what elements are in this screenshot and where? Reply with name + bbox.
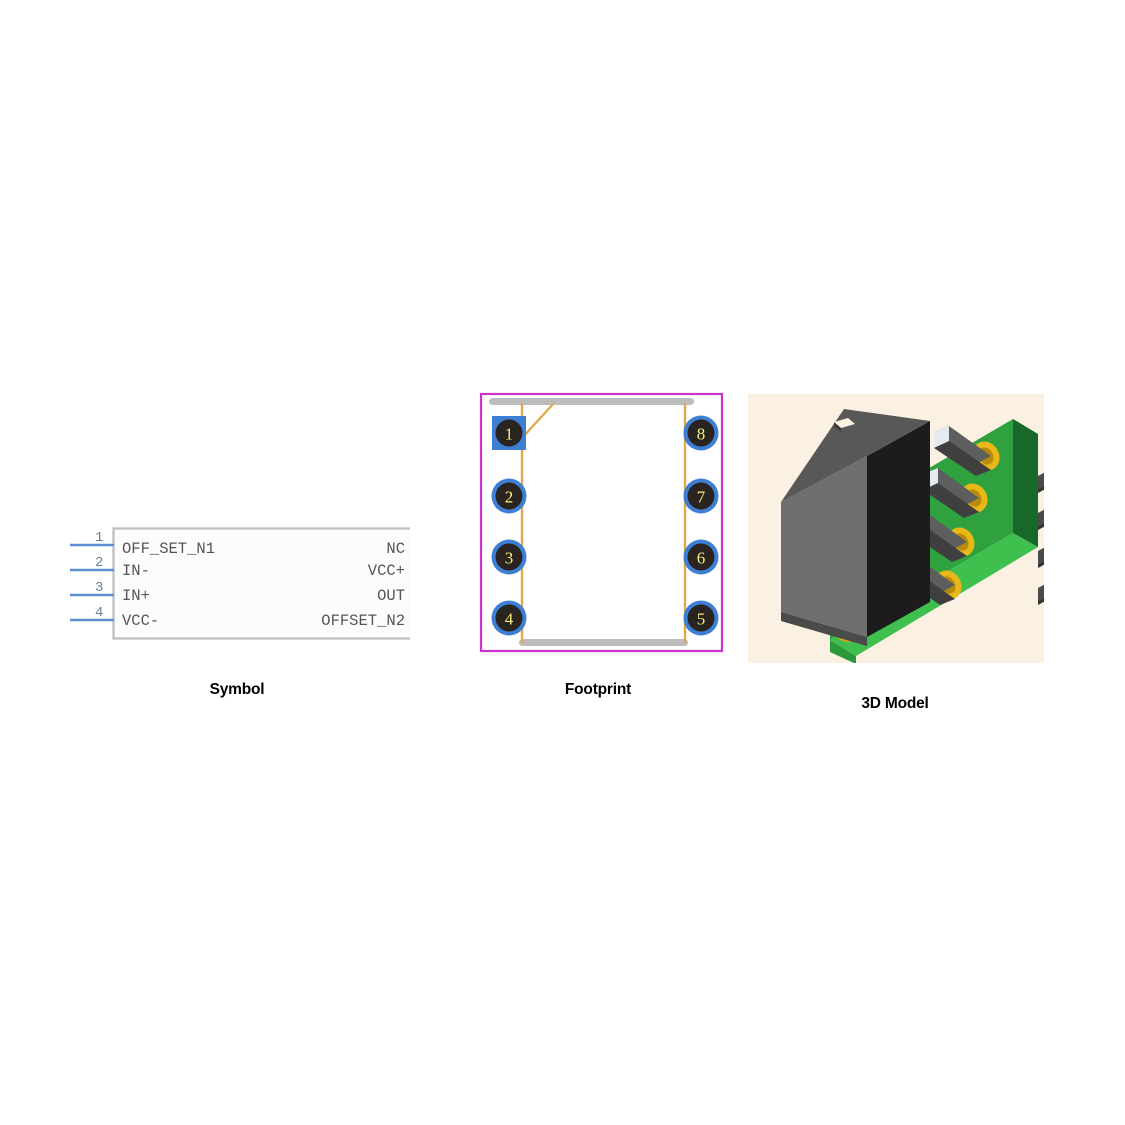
ic-lead-1-shoulder <box>934 426 949 448</box>
symbol-pin-label-8: NC <box>386 540 405 558</box>
footprint-pad-2-hole <box>495 482 523 510</box>
footprint-preview[interactable]: 1 2 3 4 8 <box>470 385 735 660</box>
ic-lead-2-side <box>923 483 979 518</box>
footprint-pad-number-8: 8 <box>697 425 706 444</box>
silkscreen-bottom-bar <box>519 639 688 646</box>
caption-3d-model: 3D Model <box>861 695 929 712</box>
symbol-pin-label-2: IN- <box>122 562 150 580</box>
ic-lead-1-side <box>934 441 991 476</box>
ic-body-left-face <box>781 456 867 637</box>
ic-pin1-notch-shade <box>834 422 841 432</box>
assembly-outline <box>520 402 687 643</box>
symbol-preview[interactable]: 1 2 3 4 8 7 6 5 OFF_SET_N1 IN- IN+ VCC- … <box>70 520 410 650</box>
footprint-courtyard-outline <box>479 392 724 653</box>
footprint-pad-number-5: 5 <box>697 610 706 629</box>
caption-footprint: Footprint <box>564 681 632 698</box>
back-lead-2 <box>1038 509 1044 526</box>
pcb-right-edge <box>1013 419 1038 547</box>
silkscreen-top-bar <box>489 398 694 405</box>
pcb-back-side-leads-shadow <box>1038 485 1044 605</box>
back-lead-2-shade <box>1038 522 1044 530</box>
caption-symbol: Symbol <box>209 681 265 698</box>
symbol-pin-label-6: OUT <box>377 587 405 605</box>
pcb-back-side-leads <box>1038 472 1044 601</box>
footprint-right-pads: 8 7 6 5 <box>683 415 719 636</box>
footprint-pad-number-4: 4 <box>505 610 514 629</box>
footprint-pad-number-3: 3 <box>505 549 514 568</box>
back-lead-1-shade <box>1038 485 1044 493</box>
symbol-pin-number-4: 4 <box>95 605 103 621</box>
footprint-pad-number-2: 2 <box>505 488 514 507</box>
assembly-pin1-chamfer-line <box>521 402 555 439</box>
back-lead-4-shade <box>1038 597 1044 605</box>
model-3d-preview[interactable] <box>748 394 1044 663</box>
symbol-pin-label-4: VCC- <box>122 612 159 630</box>
footprint-pad-4-hole <box>495 604 523 632</box>
footprint-pad-7-hole <box>687 482 715 510</box>
footprint-pad-6-hole <box>687 543 715 571</box>
ic-body-bottom-face <box>781 612 867 646</box>
back-lead-4 <box>1038 584 1044 601</box>
footprint-pad-number-7: 7 <box>697 488 706 507</box>
pcb-bottom-edge <box>830 640 856 663</box>
symbol-pin-label-7: VCC+ <box>368 562 405 580</box>
back-lead-3 <box>1038 547 1044 564</box>
symbol-pin-number-3: 3 <box>95 580 103 596</box>
footprint-pad-number-6: 6 <box>697 549 706 568</box>
ic-body-top-face <box>781 409 930 502</box>
back-lead-3-shade <box>1038 560 1044 568</box>
symbol-pin-number-2: 2 <box>95 555 103 571</box>
back-lead-1 <box>1038 472 1044 489</box>
ic-pin1-notch <box>834 418 855 428</box>
symbol-pin-label-3: IN+ <box>122 587 150 605</box>
ic-body-front-face <box>867 421 930 637</box>
footprint-pad-3-hole <box>495 543 523 571</box>
symbol-pin-label-5: OFFSET_N2 <box>321 612 405 630</box>
symbol-pin-number-1: 1 <box>95 530 103 546</box>
footprint-pad-8-hole <box>687 419 715 447</box>
symbol-pin-label-1: OFF_SET_N1 <box>122 540 215 558</box>
footprint-pad-1-hole <box>495 419 523 447</box>
symbol-body <box>112 527 410 640</box>
footprint-pad-5-hole <box>687 604 715 632</box>
footprint-left-pads: 1 2 3 4 <box>491 416 527 636</box>
footprint-pad-number-1: 1 <box>505 425 514 444</box>
symbol-left-pin-lines <box>70 543 114 622</box>
